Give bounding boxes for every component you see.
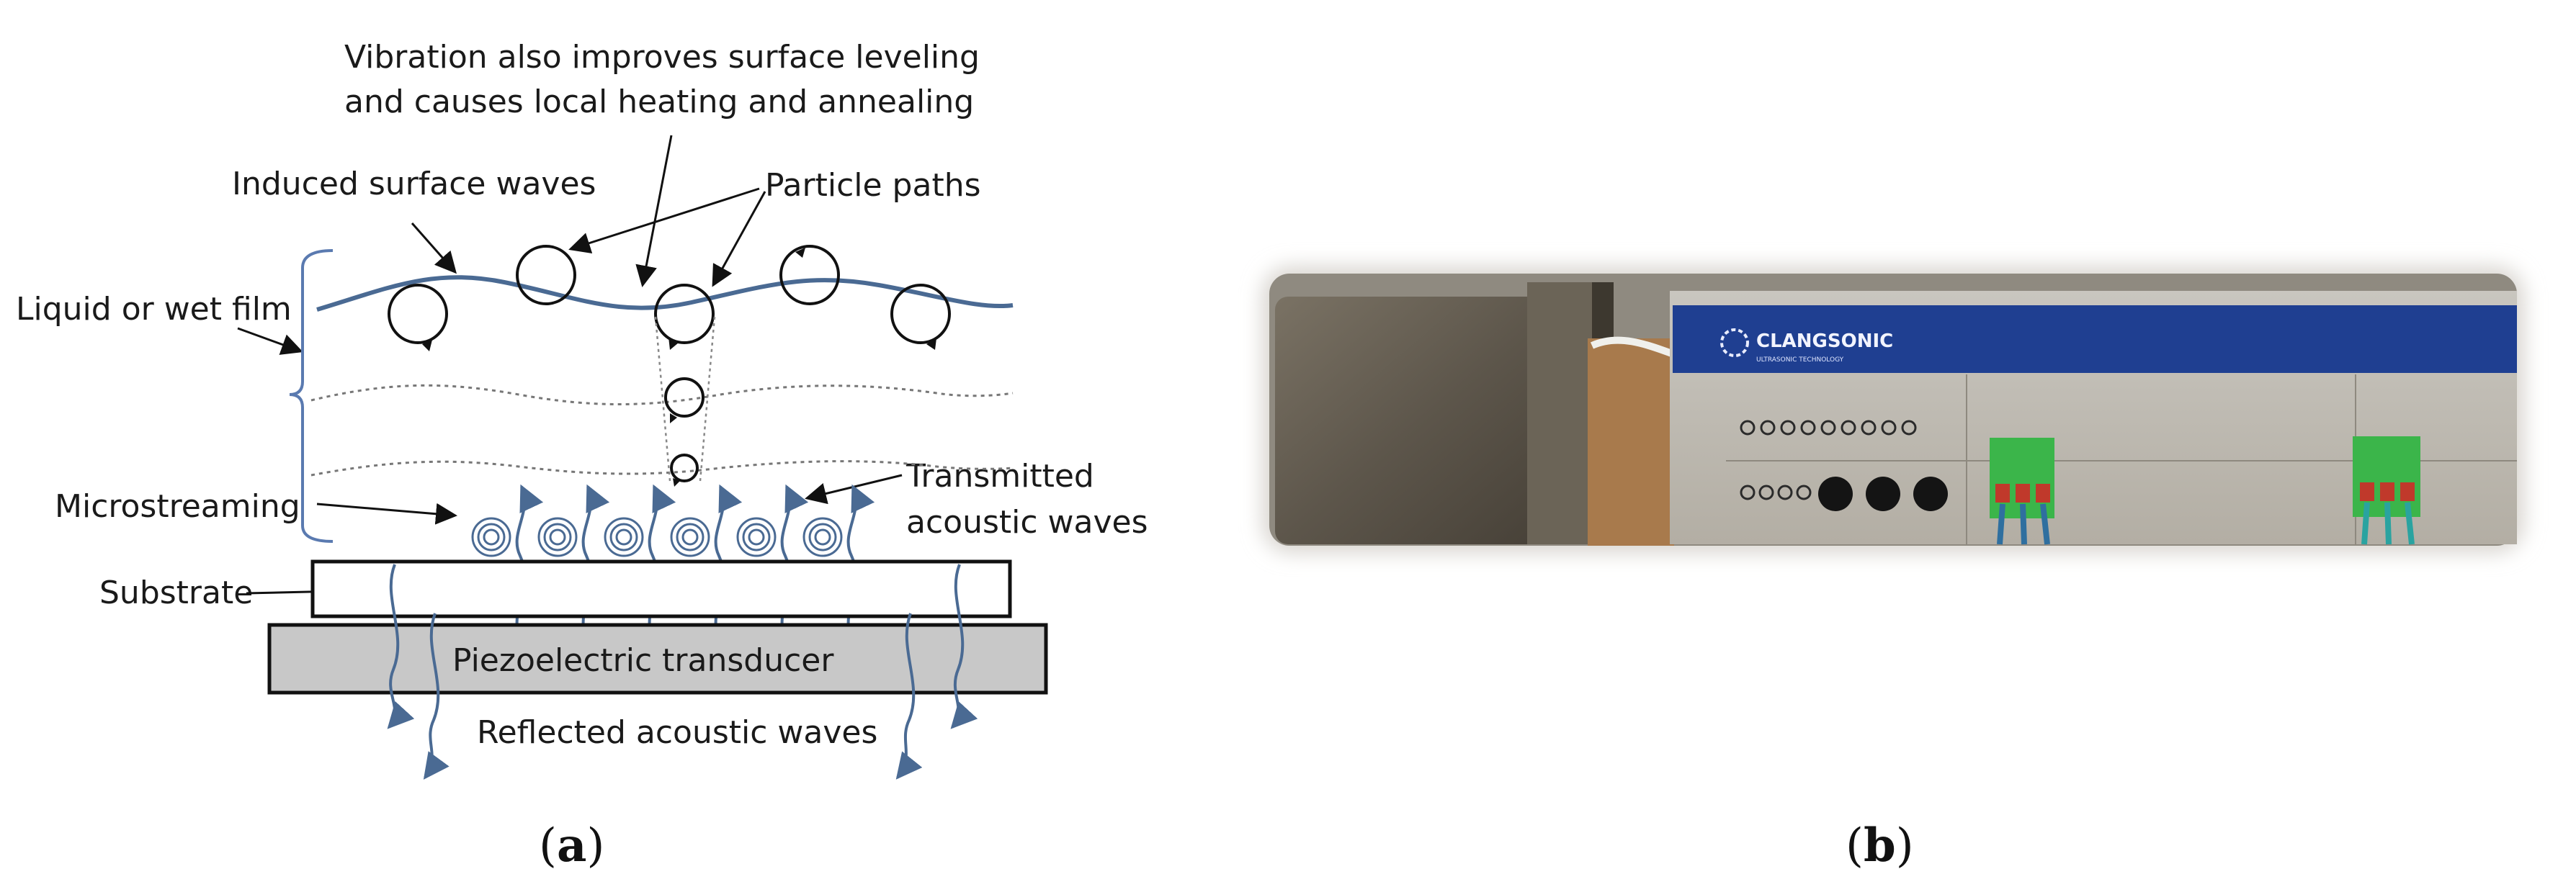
device-button <box>1866 477 1900 511</box>
label-transmitted-line1: Transmitted <box>905 458 1094 495</box>
label-particle-paths: Particle paths <box>765 167 981 204</box>
label-microstreaming: Microstreaming <box>55 488 300 525</box>
arrow-vibration <box>635 135 673 287</box>
stone-block <box>1275 297 1566 544</box>
caption-b: (b) <box>1846 819 1914 873</box>
label-vibration-line2: and causes local heating and annealing <box>344 84 974 120</box>
particle-circle <box>890 284 951 350</box>
label-liquid-film: Liquid or wet film <box>16 291 292 328</box>
label-reflected: Reflected acoustic waves <box>477 714 877 751</box>
particle-circle <box>654 284 715 350</box>
microstream-swirl <box>471 517 511 557</box>
substrate-layer <box>310 559 1012 618</box>
particle-path-line <box>654 316 671 482</box>
film-bracket <box>289 249 334 543</box>
liquid-surface-wave <box>316 275 1014 312</box>
particle-circle <box>388 284 448 351</box>
particle-circle-small <box>664 377 705 423</box>
green-connector <box>2353 436 2420 545</box>
microstream-swirl <box>537 517 578 557</box>
label-piezo: Piezoelectric transducer <box>452 642 834 679</box>
dotted-wave-upper <box>310 384 1014 405</box>
particle-circle <box>779 245 840 305</box>
status-leds <box>1740 485 1812 500</box>
arrow-microstreaming <box>316 503 457 525</box>
brand-logo-icon <box>1720 328 1749 357</box>
device-banner <box>1673 305 2517 373</box>
panel-a-diagram: Vibration also improves surface leveling… <box>16 39 1148 873</box>
panel-b-photo: CLANGSONIC ULTRASONIC TECHNOLOGY <box>1262 266 2524 873</box>
arrow-induced-waves <box>411 222 457 274</box>
microstream-swirl <box>736 517 777 557</box>
microstream-swirl <box>802 517 843 557</box>
wooden-panel <box>1588 338 1674 546</box>
green-connector <box>1990 438 2054 545</box>
label-vibration-line1: Vibration also improves surface leveling <box>344 39 980 76</box>
device-button <box>1913 477 1948 511</box>
particle-path-line <box>699 316 716 482</box>
device-brand-sub: ULTRASONIC TECHNOLOGY <box>1756 356 1844 364</box>
device-brand: CLANGSONIC <box>1756 330 1893 352</box>
arrow-particle-path-2 <box>712 191 766 287</box>
arrow-particle-path-1 <box>568 187 760 254</box>
photo-frame: CLANGSONIC ULTRASONIC TECHNOLOGY <box>1269 274 2517 546</box>
dotted-wave-lower <box>310 460 1014 477</box>
stone-block <box>1527 282 1592 544</box>
device-button <box>1818 477 1853 511</box>
microstream-swirl <box>604 517 644 557</box>
arrow-liquid-film <box>237 327 303 355</box>
label-transmitted-line2: acoustic waves <box>906 504 1148 541</box>
microstream-swirl <box>670 517 710 557</box>
led-row <box>1740 420 1917 436</box>
caption-a: (a) <box>539 819 604 873</box>
particle-circle <box>516 245 576 305</box>
label-induced-waves: Induced surface waves <box>232 166 596 202</box>
reflected-waves <box>387 564 978 780</box>
label-substrate: Substrate <box>99 575 253 611</box>
